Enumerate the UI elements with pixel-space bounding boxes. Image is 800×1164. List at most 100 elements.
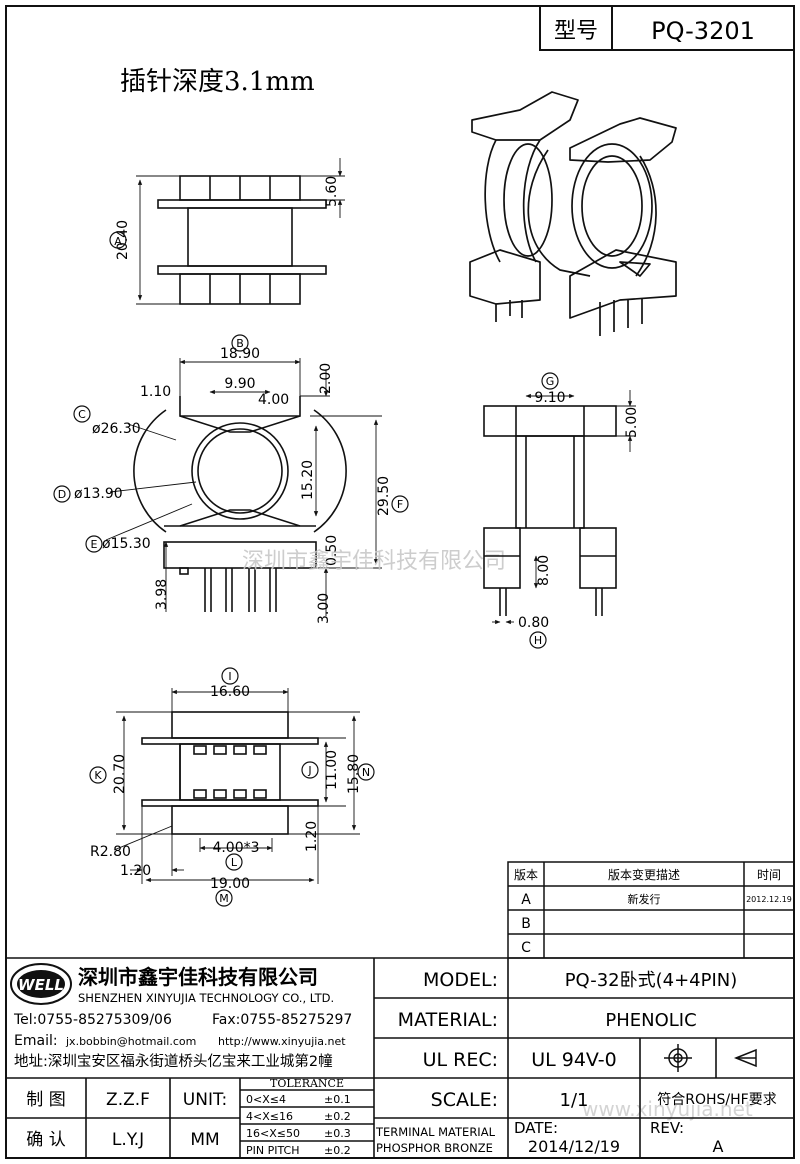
rev-header-desc: 版本变更描述 <box>608 867 680 882</box>
front-view <box>105 358 382 616</box>
dim-3-98: 3.98 <box>154 579 170 610</box>
dim-19-00: 19.00 <box>210 876 250 892</box>
check-value: L.Y.J <box>112 1130 144 1150</box>
rev-row-b-ver: B <box>521 916 531 932</box>
dim-1-10: 1.10 <box>140 384 171 400</box>
tol-value-4: ±0.2 <box>324 1144 351 1157</box>
dim-5-60: 5.60 <box>324 176 340 207</box>
callout-A: A <box>109 231 127 249</box>
company-url: http://www.xinyujia.net <box>218 1035 346 1048</box>
company-name-cn: 深圳市鑫宇佳科技有限公司 <box>78 965 318 989</box>
dim-9-10: 9.10 <box>534 390 565 406</box>
dim-20-70: 20.70 <box>112 754 128 794</box>
dim-2-00: 2.00 <box>318 363 334 394</box>
dim-29-50: 29.50 <box>376 476 392 516</box>
scale-value: 1/1 <box>560 1090 589 1111</box>
callout-D: D <box>58 488 66 501</box>
sheet-border <box>5 5 795 1159</box>
title-block-grid <box>6 957 794 1158</box>
scale-label: SCALE: <box>431 1089 498 1111</box>
callout-I: I <box>228 670 231 683</box>
dim-r2-80: R2.80 <box>90 844 131 860</box>
unit-value: MM <box>190 1130 219 1150</box>
dim-4-00: 4.00 <box>258 392 289 408</box>
projection-symbol <box>664 1044 757 1072</box>
svg-text:WELL: WELL <box>18 976 64 994</box>
bottom-view <box>113 688 360 884</box>
tol-range-2: 4<X≤16 <box>246 1110 293 1123</box>
rev-label: REV: <box>650 1119 684 1137</box>
dim-16-60: 16.60 <box>210 684 250 700</box>
company-name-en: SHENZHEN XINYUJIA TECHNOLOGY CO., LTD. <box>78 991 334 1005</box>
dim-15-30: ø15.30 <box>102 536 151 552</box>
tol-value-2: ±0.2 <box>324 1110 351 1123</box>
company-tel: Tel:0755-85275309/06 <box>13 1012 172 1028</box>
callout-B: B <box>236 337 244 350</box>
callout-G: G <box>546 375 555 388</box>
svg-text:A: A <box>114 235 122 248</box>
model-header: 型号 PQ-3201 <box>539 5 795 51</box>
side-view-right <box>483 390 636 625</box>
tol-value-1: ±0.1 <box>324 1093 351 1106</box>
company-fax: Fax:0755-85275297 <box>212 1012 352 1028</box>
watermark-company: 深圳市鑫宇佳科技有限公司 <box>242 549 506 574</box>
date-value: 2014/12/19 <box>528 1137 620 1156</box>
dim-11-00: 11.00 <box>324 750 340 790</box>
company-logo: WELL <box>10 963 72 1005</box>
tol-value-3: ±0.3 <box>324 1127 351 1140</box>
watermark-url: www.xinyujia.net <box>582 1097 753 1121</box>
ulrec-value: UL 94V-0 <box>531 1049 617 1071</box>
rev-value: A <box>713 1137 724 1156</box>
company-address: 地址:深圳宝安区福永街道桥头亿宝来工业城第2幢 <box>14 1052 333 1070</box>
callout-M: M <box>219 892 229 905</box>
callout-L: L <box>231 856 238 869</box>
dim-9-90: 9.90 <box>224 376 255 392</box>
dim-1-20-h: 1.20 <box>120 863 151 879</box>
tolerance-title: TOLERANCE <box>270 1077 344 1090</box>
dim-3-00: 3.00 <box>316 593 332 624</box>
dim-15-20: 15.20 <box>300 460 316 500</box>
model-header-label: 型号 <box>554 19 598 44</box>
tol-range-4: PIN PITCH <box>246 1144 300 1157</box>
dim-4-00x3: 4.00*3 <box>212 840 259 856</box>
dim-1-20-v: 1.20 <box>304 821 320 852</box>
dim-20-40: 20.40 <box>115 220 131 260</box>
dim-18-90: 18.90 <box>220 346 260 362</box>
model-header-value: PQ-3201 <box>651 17 755 45</box>
ulrec-label: UL REC: <box>423 1049 498 1071</box>
dim-15-80: 15.80 <box>346 754 362 794</box>
callout-N: N <box>362 766 370 779</box>
tol-range-1: 0<X≤4 <box>246 1093 286 1106</box>
terminal-material-value: PHOSPHOR BRONZE <box>376 1141 493 1155</box>
front-dims-text: 18.90 9.90 1.10 4.00 2.00 ø26.30 ø13.90 … <box>74 346 392 624</box>
rev-header-date: 时间 <box>757 868 781 882</box>
dim-5-00: 5.00 <box>624 407 640 438</box>
side-view-top <box>136 158 345 305</box>
dim-26-30: ø26.30 <box>92 421 141 437</box>
callout-J: J <box>307 764 311 777</box>
callout-F: F <box>397 498 403 511</box>
isometric-view <box>469 91 677 336</box>
rev-row-a-date: 2012.12.19 <box>746 895 792 904</box>
dim-0-80: 0.80 <box>518 615 549 631</box>
callout-C: C <box>78 408 86 421</box>
terminal-material-label: TERMINAL MATERIAL <box>375 1125 496 1139</box>
pin-depth-note: 插针深度3.1mm <box>120 67 315 97</box>
rohs-note: 符合ROHS/HF要求 <box>657 1092 776 1108</box>
company-email: jx.bobbin@hotmail.com <box>65 1035 196 1048</box>
rev-row-a-desc: 新发行 <box>628 892 661 906</box>
drawn-label: 制 图 <box>26 1090 65 1110</box>
check-label: 确 认 <box>26 1130 65 1150</box>
callout-H: H <box>534 634 542 647</box>
dim-13-90: ø13.90 <box>74 486 123 502</box>
date-label: DATE: <box>514 1119 558 1137</box>
dim-8-00: 8.00 <box>536 555 552 586</box>
rev-row-a-ver: A <box>521 892 531 908</box>
tol-range-3: 16<X≤50 <box>246 1127 300 1140</box>
callouts-front <box>53 334 409 553</box>
model-label: MODEL: <box>423 969 498 991</box>
company-email-label: Email: <box>14 1033 58 1049</box>
material-value: PHENOLIC <box>605 1010 696 1031</box>
dim-0-50: 0.50 <box>324 535 340 566</box>
